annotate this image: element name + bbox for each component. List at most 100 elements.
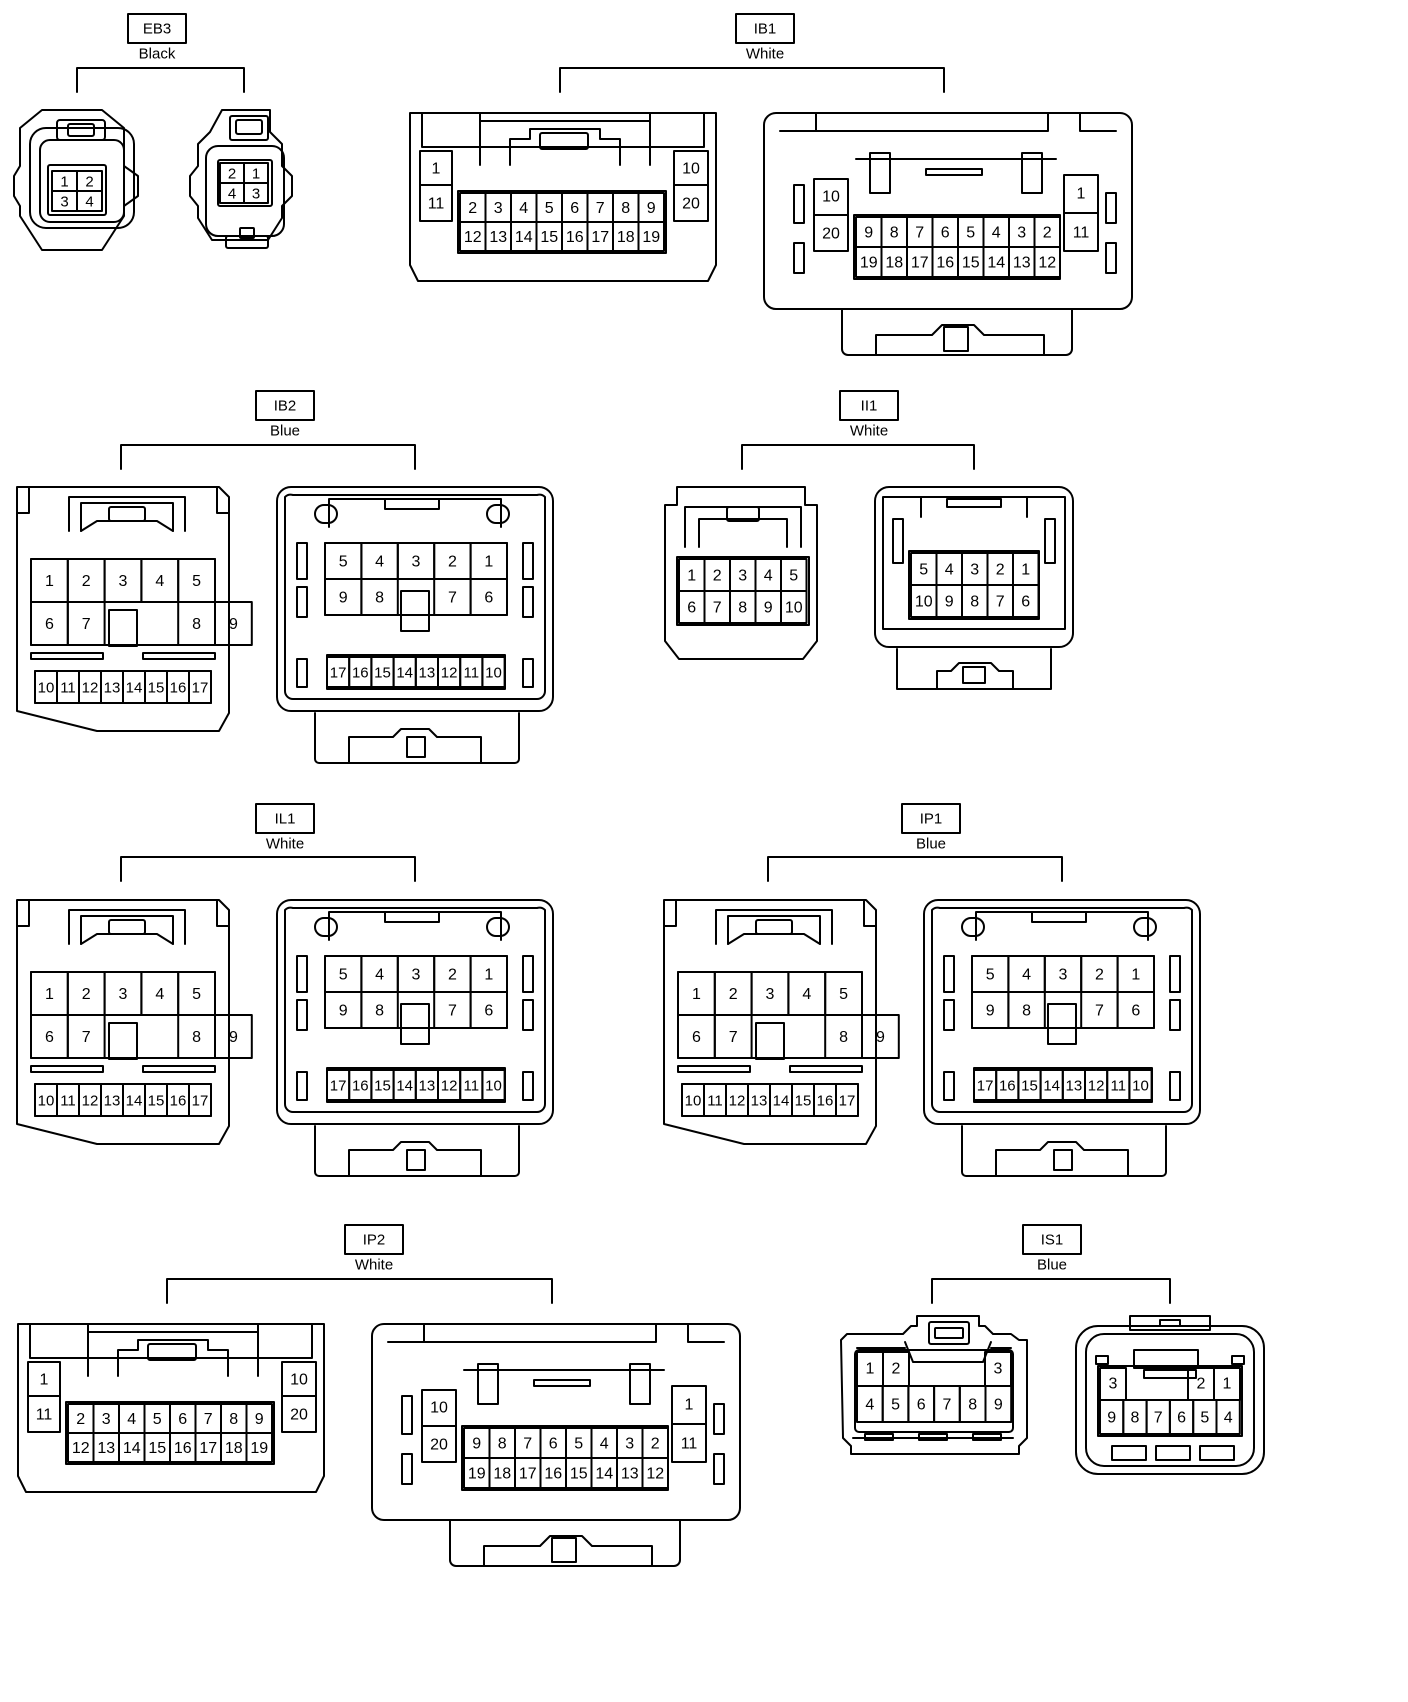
pin-number: 1	[692, 986, 701, 1003]
housing-part	[384, 498, 440, 510]
pin-number: 15	[148, 1093, 165, 1110]
pin-number: 16	[566, 229, 584, 246]
pin-number: 11	[707, 1093, 723, 1110]
pin-number: 8	[498, 1436, 507, 1453]
connector-code: EB3	[143, 21, 171, 38]
pin-number: 6	[549, 1436, 558, 1453]
pin-number: 13	[97, 1440, 115, 1457]
housing-outline	[684, 506, 802, 548]
pin-number: 6	[917, 1397, 926, 1414]
housing-part	[1133, 1349, 1199, 1369]
pin-number: 5	[986, 967, 995, 984]
pin-number: 15	[374, 1078, 391, 1095]
pin-number: 8	[1130, 1410, 1139, 1427]
pin-number: 5	[339, 967, 348, 984]
pin-number: 2	[448, 554, 457, 571]
housing-part	[142, 652, 216, 660]
connector-code-box	[735, 13, 795, 44]
housing-outline	[779, 112, 1117, 132]
pin-number: 16	[817, 1093, 834, 1110]
housing-outline	[276, 899, 554, 1125]
pin-cavity	[188, 1083, 212, 1117]
pin-cavity	[780, 590, 808, 624]
housing-part	[713, 1453, 725, 1485]
pin-number: 14	[123, 1440, 141, 1457]
pin-number: 7	[942, 1397, 951, 1414]
housing-part	[56, 119, 106, 141]
pin-number: 15	[148, 1440, 166, 1457]
pin-number: 3	[119, 573, 128, 590]
housing-outline	[975, 911, 1149, 941]
pin-number: 20	[822, 226, 840, 243]
housing-part	[296, 658, 308, 688]
pin-number: 6	[45, 1029, 54, 1046]
pin-number: 6	[1131, 1003, 1140, 1020]
pin-number: 4	[155, 986, 164, 1003]
pin-number: 10	[485, 1078, 502, 1095]
pin-number: 10	[38, 1093, 55, 1110]
pin-cavity	[214, 1014, 253, 1059]
pin-number: 14	[396, 665, 413, 682]
housing-outline	[117, 1339, 229, 1377]
connector-code: IB2	[274, 398, 297, 415]
pin-number: 14	[1043, 1078, 1060, 1095]
pin-number: 13	[104, 1093, 121, 1110]
pin-number: 15	[374, 665, 391, 682]
housing-outline	[663, 899, 877, 1145]
pin-number: 4	[85, 194, 93, 211]
housing-part	[755, 1022, 785, 1060]
pin-number: 14	[773, 1093, 790, 1110]
housing-part	[1169, 999, 1181, 1031]
housing-part	[486, 917, 510, 937]
pin-number: 13	[621, 1466, 639, 1483]
pin-number: 3	[412, 967, 421, 984]
connector-code-box	[127, 13, 187, 44]
pin-number: 14	[126, 680, 143, 697]
pin-number: 5	[966, 225, 975, 242]
housing-part	[522, 586, 534, 618]
pin-number: 4	[127, 1411, 136, 1428]
connector-code-box	[901, 803, 961, 834]
pin-number: 11	[681, 1436, 698, 1453]
pin-number: 2	[996, 562, 1005, 579]
pin-cavity	[481, 656, 506, 688]
pin-cavity	[469, 991, 509, 1029]
pin-number: 4	[764, 568, 773, 585]
pin-number: 1	[45, 573, 54, 590]
housing-part	[400, 1003, 430, 1045]
pin-number: 17	[330, 665, 347, 682]
housing-part	[864, 1433, 894, 1441]
pin-number: 18	[225, 1440, 243, 1457]
pin-cavity	[861, 1014, 900, 1059]
pin-number: 12	[72, 1440, 90, 1457]
pin-number: 15	[1021, 1078, 1038, 1095]
housing-color: White	[355, 1257, 393, 1274]
pin-number: 1	[685, 1397, 694, 1414]
pin-number: 5	[545, 200, 554, 217]
housing-part	[961, 917, 985, 937]
housing-outline	[841, 308, 1073, 356]
housing-part	[47, 164, 107, 216]
housing-part	[943, 326, 969, 352]
housing-outline	[961, 1125, 1167, 1177]
pin-cavity	[713, 1014, 753, 1059]
housing-part	[789, 1065, 863, 1073]
pin-number: 1	[687, 568, 696, 585]
pin-number: 1	[252, 166, 260, 183]
pin-number: 4	[945, 562, 954, 579]
pin-number: 16	[936, 255, 954, 272]
housing-part	[67, 123, 95, 137]
pin-number: 17	[192, 1093, 209, 1110]
housing-part	[918, 1433, 948, 1441]
pin-cavity	[835, 1083, 859, 1117]
pin-number: 11	[1073, 225, 1090, 242]
housing-part	[147, 1343, 197, 1361]
pin-number: 17	[192, 680, 209, 697]
pin-cavity	[481, 1069, 506, 1101]
pin-number: 10	[485, 665, 502, 682]
pin-number: 4	[375, 554, 384, 571]
pin-number: 1	[484, 967, 493, 984]
pin-number: 6	[941, 225, 950, 242]
housing-part	[962, 666, 986, 684]
pin-number: 7	[204, 1411, 213, 1428]
